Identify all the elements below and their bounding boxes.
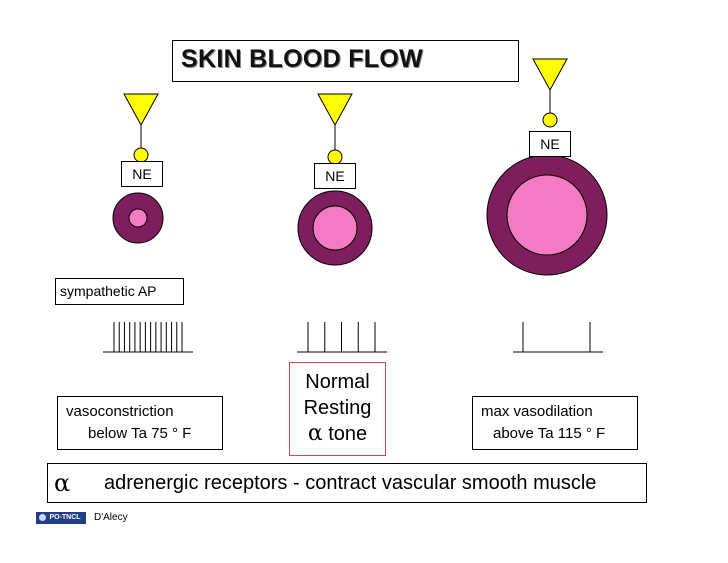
left-nerve [123,93,159,163]
alpha-symbol: α [307,421,323,446]
spike-train-vasoconstriction [103,322,193,353]
title-box: SKIN BLOOD FLOW [172,40,519,82]
ne-label-middle: NE [314,163,356,189]
logo-icon [39,514,46,521]
left-vessel-lumen [128,208,148,228]
author-credit: D'Alecy [94,512,128,523]
ne-label-text: NE [325,168,345,184]
vasoconstriction-box: vasoconstriction below Ta 75 ° F [57,396,223,450]
alpha-receptor-statement: α adrenergic receptors - contract vascul… [47,463,647,503]
left-varicosity [133,147,149,163]
right-vessel [486,154,608,276]
ne-label-text: NE [540,136,560,152]
statement-text: adrenergic receptors - contract vascular… [104,472,597,494]
right-nerve [532,58,568,128]
spike-train-vasodilation [513,322,603,353]
normal-label: Normal [305,371,370,393]
middle-nerve [317,93,353,165]
normal-resting-box: Normal Resting α tone [289,362,386,456]
middle-varicosity [327,149,343,165]
vasoconstriction-label: vasoconstriction [66,403,174,420]
alpha-symbol: α [54,469,71,497]
right-vessel-lumen [506,174,588,256]
right-varicosity [542,112,558,128]
institution-logo: PO-TNCL [36,512,86,524]
middle-vessel-lumen [312,205,358,251]
tone-label: tone [328,423,368,445]
ne-label-text: NE [132,166,152,182]
middle-nerve-terminal [317,93,353,127]
spike-train-resting [297,322,387,353]
middle-vessel [297,190,373,266]
ne-label-right: NE [529,131,571,157]
vasodilation-label: max vasodilation [481,403,593,420]
vasodilation-box: max vasodilation above Ta 115 ° F [472,396,638,450]
vasoconstriction-temperature: below Ta 75 ° F [88,425,192,442]
sympathetic-ap-label: sympathetic AP [55,278,184,305]
vasodilation-temperature: above Ta 115 ° F [493,425,606,442]
logo-text: PO-TNCL [49,514,81,521]
diagram-title: SKIN BLOOD FLOW [181,45,423,73]
left-vessel [112,192,164,244]
left-nerve-terminal [123,93,159,127]
ne-label-left: NE [121,161,163,187]
resting-label: Resting [303,397,372,419]
right-nerve-terminal [532,58,568,92]
sympathetic-ap-text: sympathetic AP [60,283,157,299]
